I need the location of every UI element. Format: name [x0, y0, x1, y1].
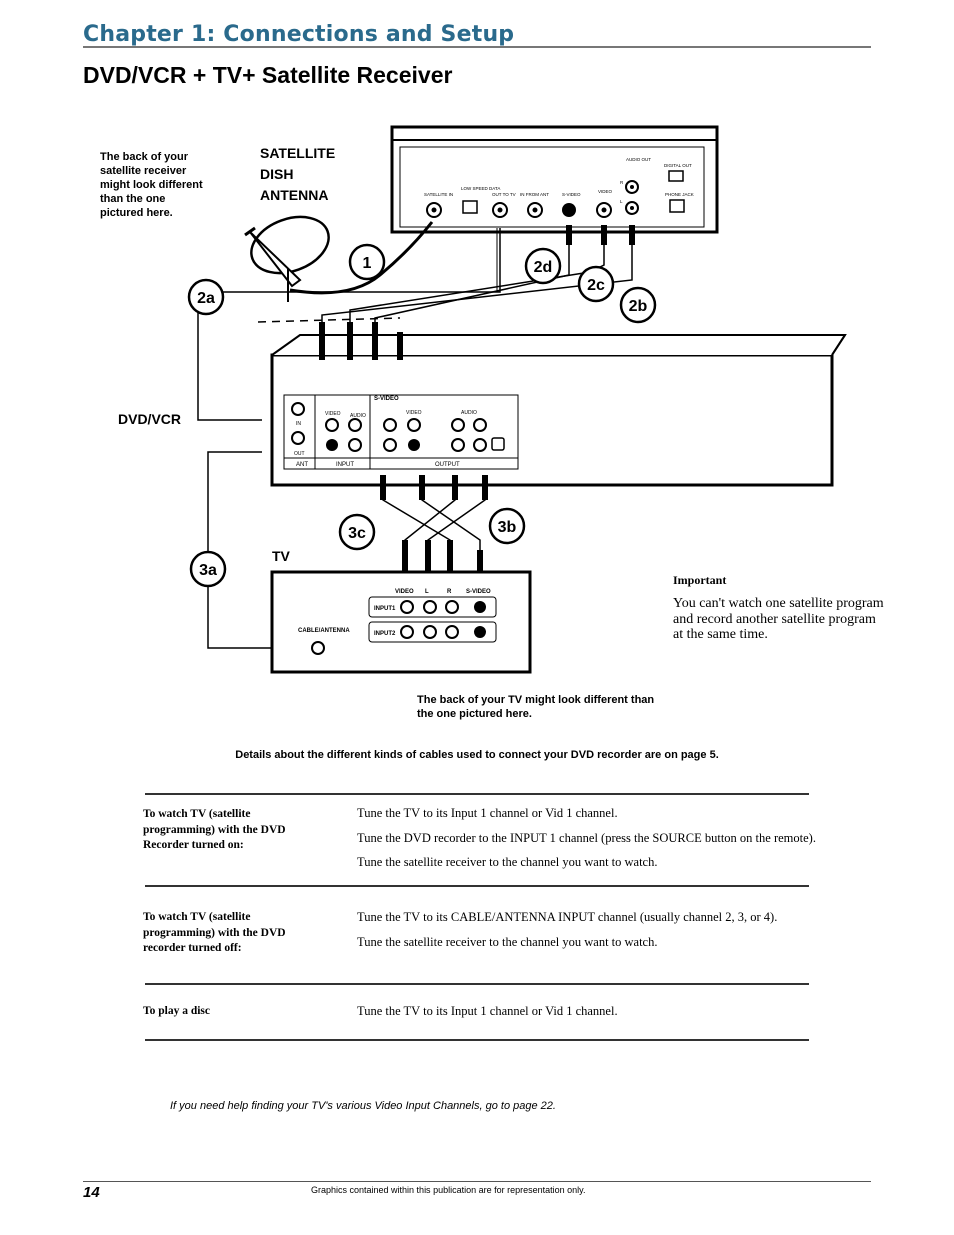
step-2a: 2a	[197, 290, 215, 307]
jack-label: CABLE/ANTENNA	[298, 628, 350, 634]
row-step: Tune the TV to its Input 1 channel or Vi…	[357, 806, 618, 820]
tv-label: TV	[272, 548, 290, 564]
jack-label: AUDIO	[350, 413, 366, 419]
row-step: Tune the DVD recorder to the INPUT 1 cha…	[357, 831, 816, 845]
jack-label: AUDIO OUT	[626, 157, 651, 162]
tv-unit: VIDEO L R S-VIDEO INPUT1 INPUT2 CABLE/AN…	[270, 570, 532, 674]
row-label: To play a disc	[143, 1005, 211, 1017]
connection-diagram: SATELLITE IN LOW SPEED DATA OUT TO TV IN…	[187, 125, 847, 674]
jack-label: IN FROM ANT	[520, 192, 549, 197]
jack-label: S-VIDEO	[466, 589, 491, 595]
row-label: To watch TV (satellite programming) with…	[143, 808, 286, 851]
jack-label: S-VIDEO	[562, 192, 581, 197]
jack-label: S-VIDEO	[374, 396, 399, 402]
step-3a: 3a	[199, 562, 217, 579]
step-2c: 2c	[587, 277, 605, 294]
table-rule	[145, 983, 809, 985]
dvd-vcr-unit: IN OUT ANT VIDEO AUDIO INPUT S-VIDEO VID…	[270, 334, 847, 487]
jack-label: OUT	[294, 451, 305, 457]
dish-label-3: ANTENNA	[260, 187, 328, 203]
table-rule	[145, 885, 809, 887]
satellite-receiver: SATELLITE IN LOW SPEED DATA OUT TO TV IN…	[390, 125, 719, 234]
help-note: If you need help finding your TV's vario…	[170, 1100, 556, 1112]
jack-label: R	[620, 180, 624, 185]
row-step: Tune the satellite receiver to the chann…	[357, 855, 658, 869]
jack-label: OUT TO TV	[492, 192, 516, 197]
jack-label: OUTPUT	[435, 462, 460, 468]
footer-note: Graphics contained within this publicati…	[311, 1185, 586, 1195]
jack-label: VIDEO	[325, 411, 341, 417]
jack-label: INPUT2	[374, 631, 396, 637]
jack-label: INPUT	[336, 462, 354, 468]
jack-label: DIGITAL OUT	[664, 163, 692, 168]
step-3b: 3b	[498, 519, 517, 536]
jack-label: PHONE JACK	[665, 192, 694, 197]
important-text: You can't watch one satellite program an…	[673, 596, 884, 642]
dish-label-2: DISH	[260, 166, 293, 182]
footer-rule	[83, 1181, 871, 1182]
tv-note: The back of your TV might look different…	[417, 694, 655, 720]
step-2b: 2b	[629, 298, 648, 315]
jack-label: VIDEO	[395, 589, 414, 595]
table-rule	[145, 793, 809, 795]
jack-label: SATELLITE IN	[424, 192, 453, 197]
row-step: Tune the TV to its CABLE/ANTENNA INPUT c…	[357, 910, 778, 924]
jack-label: R	[447, 589, 452, 595]
page-title: DVD/VCR + TV+ Satellite Receiver	[83, 62, 453, 88]
jack-label: ANT	[296, 462, 308, 468]
step-1: 1	[363, 255, 372, 272]
dvd-vcr-label: DVD/VCR	[118, 411, 182, 427]
jack-label: IN	[296, 421, 301, 427]
row-step: Tune the TV to its Input 1 channel or Vi…	[357, 1004, 618, 1018]
jack-label: L	[620, 199, 623, 204]
jack-label: L	[425, 589, 429, 595]
row-step: Tune the satellite receiver to the chann…	[357, 935, 658, 949]
satellite-dish	[244, 215, 330, 302]
row-label: To watch TV (satellite programming) with…	[143, 911, 286, 954]
header-rule	[83, 46, 871, 48]
step-3c: 3c	[348, 525, 366, 542]
chapter-title: Chapter 1: Connections and Setup	[83, 22, 515, 47]
satellite-note: The back of your satellite receiver migh…	[100, 151, 203, 219]
step-callouts: 1 2a 2b 2c 2d 3a 3b 3c	[187, 243, 657, 588]
jack-label: VIDEO	[598, 189, 613, 194]
jack-label: VIDEO	[406, 410, 422, 416]
page-number: 14	[83, 1184, 100, 1201]
cable-details-note: Details about the different kinds of cab…	[235, 749, 719, 761]
jack-label: LOW SPEED DATA	[461, 186, 500, 191]
jack-label: AUDIO	[461, 410, 477, 416]
dish-label-1: SATELLITE	[260, 145, 335, 161]
step-2d: 2d	[534, 259, 553, 276]
jack-label: INPUT1	[374, 606, 396, 612]
table-rule	[145, 1039, 809, 1041]
important-heading: Important	[673, 573, 727, 587]
